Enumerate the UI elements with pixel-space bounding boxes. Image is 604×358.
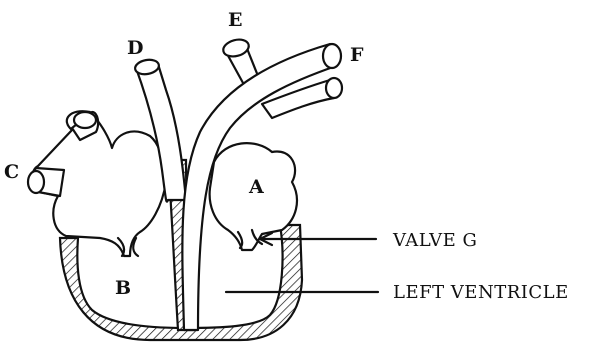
vessel-f-opening-bottom [326,78,342,98]
label-f: F [350,44,364,66]
label-left-ventricle: LEFT VENTRICLE [393,282,569,303]
vessel-f-opening-top [323,44,341,68]
label-valve-g: VALVE G [392,230,477,251]
vessel-top-opening [74,112,96,128]
label-c: C [4,161,19,183]
label-e: E [228,9,242,31]
vessel-c-opening [28,171,44,193]
label-d: D [127,37,143,59]
label-b: B [115,277,131,299]
label-a: A [248,176,264,198]
